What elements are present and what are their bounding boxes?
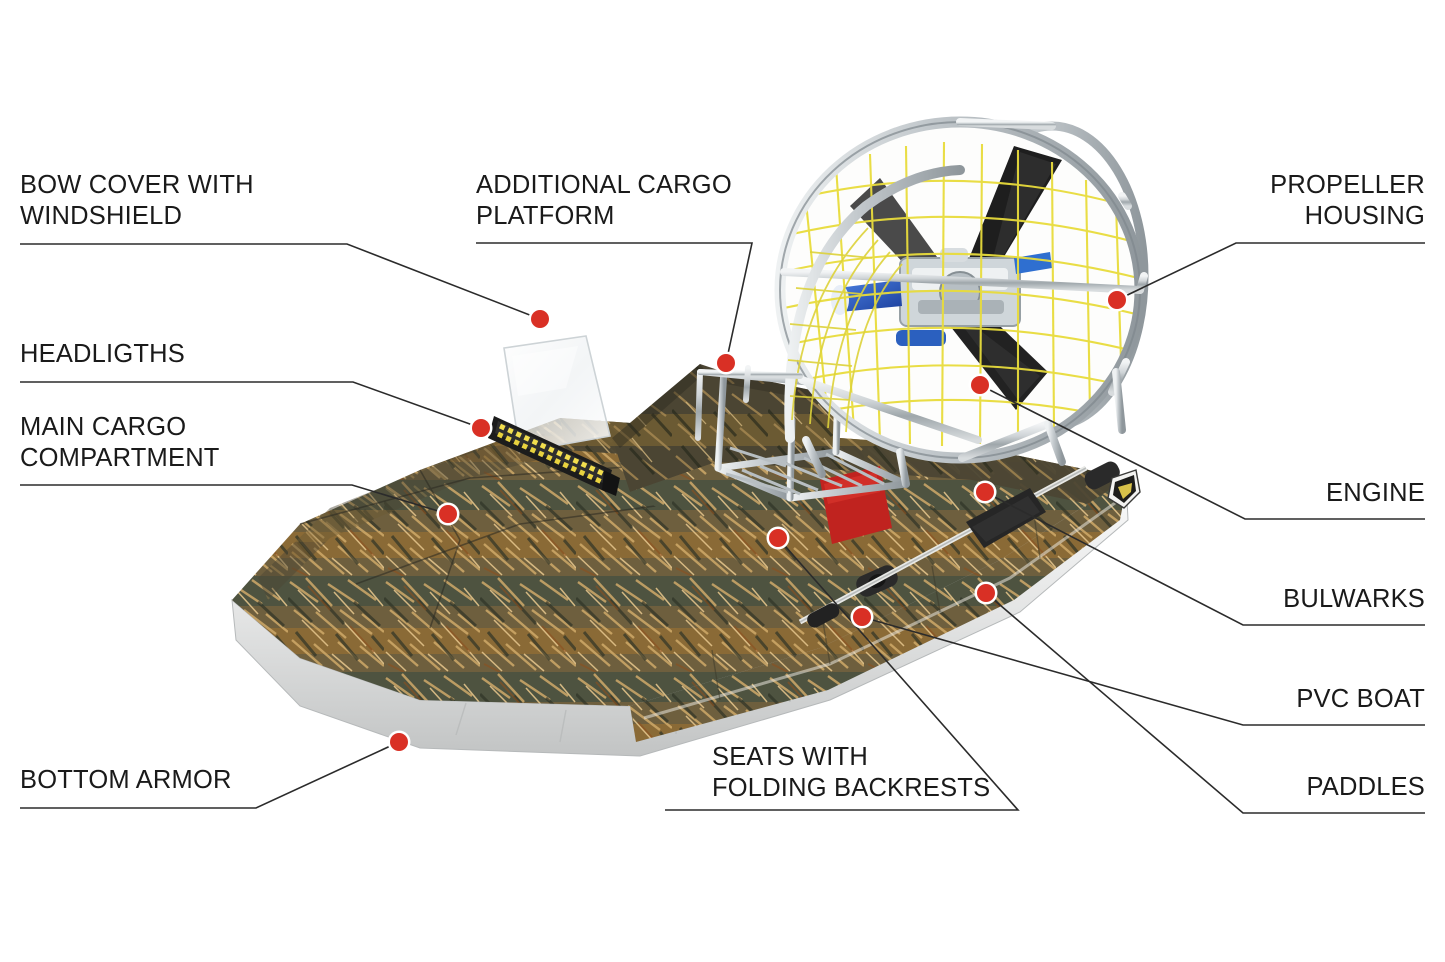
callout-label-engine: ENGINE: [1326, 479, 1425, 507]
engine-intake: [838, 280, 902, 312]
led-row-bottom: [496, 431, 604, 485]
cage-front-arch: [784, 165, 965, 443]
callout-label-paddles: PADDLES: [1306, 773, 1425, 801]
callout-label-propeller-housing: PROPELLER HOUSING: [1270, 171, 1425, 230]
cargo-platform-lattice: [725, 446, 885, 496]
callout-label-bulwarks: BULWARKS: [1283, 585, 1425, 613]
headlight-bar: [488, 416, 620, 496]
callout-label-main-cargo-compartment: MAIN CARGO COMPARTMENT: [20, 413, 220, 472]
seat-backrest-front: [612, 364, 724, 492]
led-row-top: [498, 423, 606, 477]
callout-label-bottom-armor: BOTTOM ARMOR: [20, 766, 232, 794]
callout-label-pvc-boat: PVC BOAT: [1296, 685, 1425, 713]
callout-label-bow-cover-with-windshield: BOW COVER WITH WINDSHIELD: [20, 171, 254, 230]
front-arch-mesh: [787, 227, 903, 433]
callout-label-seats-with-folding-backrests: SEATS WITH FOLDING BACKRESTS: [712, 743, 991, 802]
callout-label-additional-cargo-platform: ADDITIONAL CARGO PLATFORM: [476, 171, 732, 230]
callout-label-headligths: HEADLIGTHS: [20, 340, 185, 368]
